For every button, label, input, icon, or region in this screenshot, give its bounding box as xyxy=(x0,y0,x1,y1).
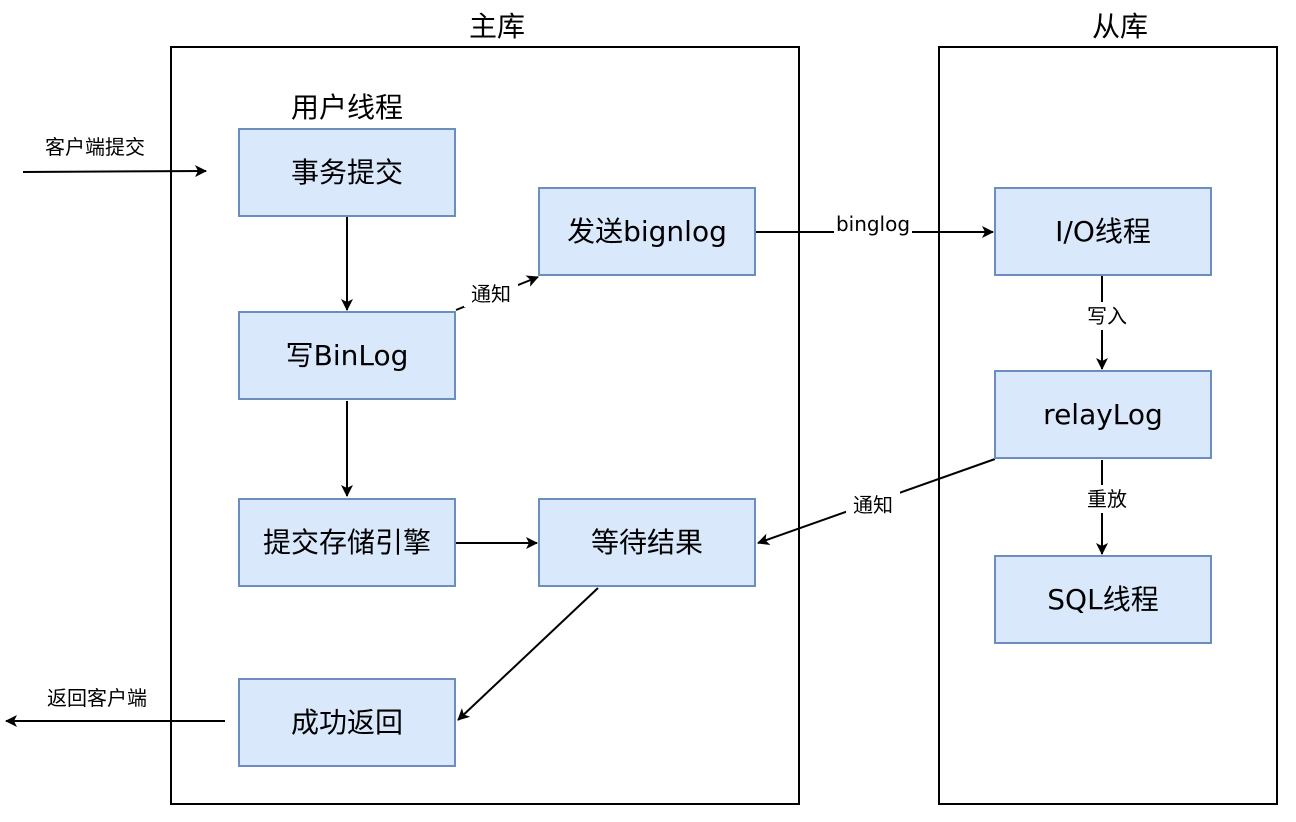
return-client-label: 返回客户端 xyxy=(47,686,147,710)
slave-title: 从库 xyxy=(1092,10,1148,43)
notify-send-label: 通知 xyxy=(471,282,511,306)
notify-wait-label: 通知 xyxy=(853,493,893,517)
io-thread-label: I/O线程 xyxy=(1055,215,1151,248)
commit-engine-label: 提交存储引擎 xyxy=(263,526,431,559)
relay-log-node xyxy=(994,370,1212,459)
write-in-label: 写入 xyxy=(1087,304,1127,328)
replay-label: 重放 xyxy=(1087,487,1127,511)
replay-label-bg xyxy=(1080,485,1134,513)
client-commit-edge xyxy=(22,165,207,178)
wait-to-return-edge xyxy=(457,587,599,721)
client-commit-label: 客户端提交 xyxy=(45,135,145,159)
relay-log-label: relayLog xyxy=(1043,398,1163,431)
master-title: 主库 xyxy=(469,10,525,43)
wait-result-label: 等待结果 xyxy=(591,526,703,559)
send-binlog-node xyxy=(538,187,756,276)
commit-engine-node xyxy=(238,498,456,587)
return-success-label: 成功返回 xyxy=(291,706,403,739)
notify-send-label-bg xyxy=(464,281,518,307)
binlog-transfer-label-bg xyxy=(834,211,912,237)
sql-thread-node xyxy=(994,555,1212,644)
return-success-node xyxy=(238,678,456,767)
io-thread-node xyxy=(994,187,1212,276)
sql-thread-label: SQL线程 xyxy=(1047,583,1158,616)
txn-commit-label: 事务提交 xyxy=(291,156,403,189)
txn-commit-node xyxy=(238,128,456,217)
write-binlog-label: 写BinLog xyxy=(286,339,409,372)
notify-wait-label-bg xyxy=(846,491,900,519)
send-binlog-label: 发送bignlog xyxy=(567,215,727,248)
wait-result-node xyxy=(538,498,756,587)
user-thread-title: 用户线程 xyxy=(291,91,403,124)
write-in-label-bg xyxy=(1080,302,1134,330)
write-binlog-node xyxy=(238,311,456,400)
binlog-transfer-label: binglog xyxy=(836,212,910,236)
